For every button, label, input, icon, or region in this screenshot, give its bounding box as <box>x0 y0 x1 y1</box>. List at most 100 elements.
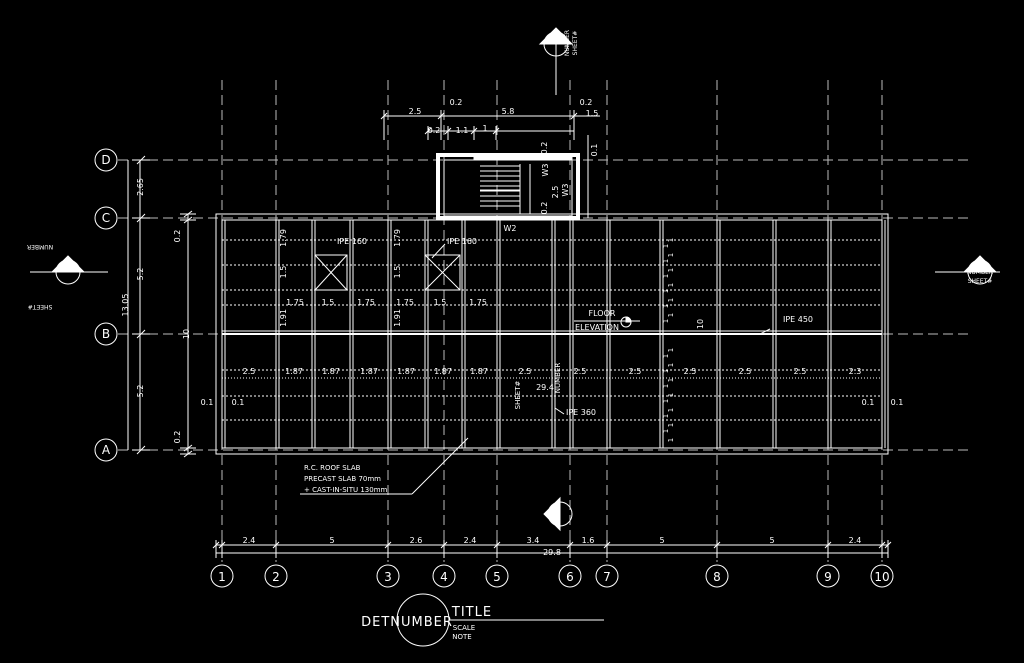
opening <box>424 254 461 291</box>
dim-text: 1.5 <box>322 298 335 307</box>
grid-label-column: 4 <box>440 570 448 584</box>
dim-text: 2.4 <box>849 536 862 545</box>
dim-text: 1.91 <box>279 309 288 327</box>
grid-bubble <box>705 564 729 588</box>
dim-text: 1 <box>662 399 670 403</box>
grid-bubble <box>376 564 400 588</box>
dim-text: 0.1 <box>590 144 599 157</box>
grid-bubble <box>595 564 619 588</box>
dim-text: 1 <box>662 354 670 358</box>
dim-text: 1 <box>667 298 675 302</box>
dim-text: 1 <box>482 124 487 133</box>
dim-text: 0.2 <box>580 98 593 107</box>
det-number: DETNUMBER <box>361 615 453 630</box>
dim-text: 5.8 <box>502 107 515 116</box>
dim-text: 2.5 <box>794 367 807 376</box>
dim-text: 1.79 <box>279 229 288 247</box>
dim-text: 0.2 <box>450 98 463 107</box>
dim-text: 29.4 <box>536 383 554 392</box>
dim-text: 1 <box>667 378 675 382</box>
dim-text: 2.5 <box>684 367 697 376</box>
drawing-title: TITLE <box>451 605 492 620</box>
dim-text: 13.05 <box>121 294 130 317</box>
dim-text: 1 <box>667 268 675 272</box>
dim-text: 1.79 <box>393 229 402 247</box>
grid-label-column: 3 <box>384 570 392 584</box>
grid-bubble <box>870 564 894 588</box>
marker-number: NUMBER <box>27 243 53 250</box>
dim-text: 5 <box>329 536 334 545</box>
slab-note: + CAST-IN-SITU 130mm <box>304 486 388 494</box>
grid-label-column: 7 <box>603 570 611 584</box>
grid-label-column: 10 <box>874 570 889 584</box>
grid-bubble <box>816 564 840 588</box>
grid-label-column: 2 <box>272 570 280 584</box>
title-bubble <box>396 593 450 647</box>
dim-text: 2.65 <box>136 178 145 196</box>
dim-text: 2.3 <box>849 367 862 376</box>
dim-text: 1.91 <box>393 309 402 327</box>
grid-label-column: 5 <box>493 570 501 584</box>
section-marker-left <box>50 255 86 285</box>
grid-bubble <box>94 148 118 172</box>
dim-text: 2.5 <box>629 367 642 376</box>
dim-text: 2.6 <box>410 536 423 545</box>
dim-text: 0.1 <box>232 398 245 407</box>
stair-wall-top <box>473 155 573 161</box>
grid-bubble <box>264 564 288 588</box>
dim-text: 1 <box>667 283 675 287</box>
floor-label: FLOOR <box>589 309 616 318</box>
dim-text: 2.4 <box>243 536 256 545</box>
dim-text: 1 <box>667 423 675 427</box>
dim-text: 1.87 <box>470 367 488 376</box>
dim-text: 1.5 <box>393 266 402 279</box>
dim-text: 1 <box>662 429 670 433</box>
dim-text: 0.2 <box>428 126 441 135</box>
marker-number: NUMBER <box>967 269 993 276</box>
dim-text: 2.5 <box>739 367 752 376</box>
dim-text: 1.75 <box>357 298 375 307</box>
dim-text: 2.5 <box>409 107 422 116</box>
dim-text: 1 <box>662 384 670 388</box>
grid-label-column: 9 <box>824 570 832 584</box>
dim-text: 2.5 <box>551 186 560 199</box>
dim-text: 1 <box>667 393 675 397</box>
sheet-label: SHEET# <box>514 381 522 410</box>
dim-text: 0.2 <box>540 142 549 155</box>
grid-bubble <box>94 438 118 462</box>
dim-text: 0.1 <box>862 398 875 407</box>
grid-bubble <box>558 564 582 588</box>
beam-label: IPE 160 <box>447 237 477 246</box>
grid-bubble <box>94 206 118 230</box>
grid-bubble <box>94 322 118 346</box>
dim-text: 1 <box>667 408 675 412</box>
dim-text: 5 <box>659 536 664 545</box>
dim-text: 3.4 <box>527 536 540 545</box>
dim-text: 1.75 <box>396 298 414 307</box>
slab-outline <box>215 213 889 455</box>
elevation-label: ELEVATION <box>575 323 619 332</box>
grid-label-row: A <box>102 443 111 457</box>
dim-text: 1 <box>667 253 675 257</box>
dim-text: 1.5 <box>586 109 599 118</box>
beam-label: IPE 160 <box>337 237 367 246</box>
dim-text: 5.2 <box>136 385 145 398</box>
stair-core <box>436 153 580 220</box>
dim-text: 10 <box>182 329 191 339</box>
dim-text: 1 <box>662 259 670 263</box>
grid-label-row: C <box>102 211 110 225</box>
dim-text: 1 <box>667 313 675 317</box>
dim-text: 1 <box>662 414 670 418</box>
dim-text: 1.87 <box>360 367 378 376</box>
dim-text: 1 <box>662 289 670 293</box>
grid-label-column: 6 <box>566 570 574 584</box>
dim-text: 1.5 <box>434 298 447 307</box>
grid-label-column: 1 <box>218 570 226 584</box>
opening <box>314 254 348 291</box>
dim-text: 10 <box>696 319 705 329</box>
dim-text: 1 <box>667 238 675 242</box>
dim-text: 1 <box>667 348 675 352</box>
grid-bubble <box>210 564 234 588</box>
